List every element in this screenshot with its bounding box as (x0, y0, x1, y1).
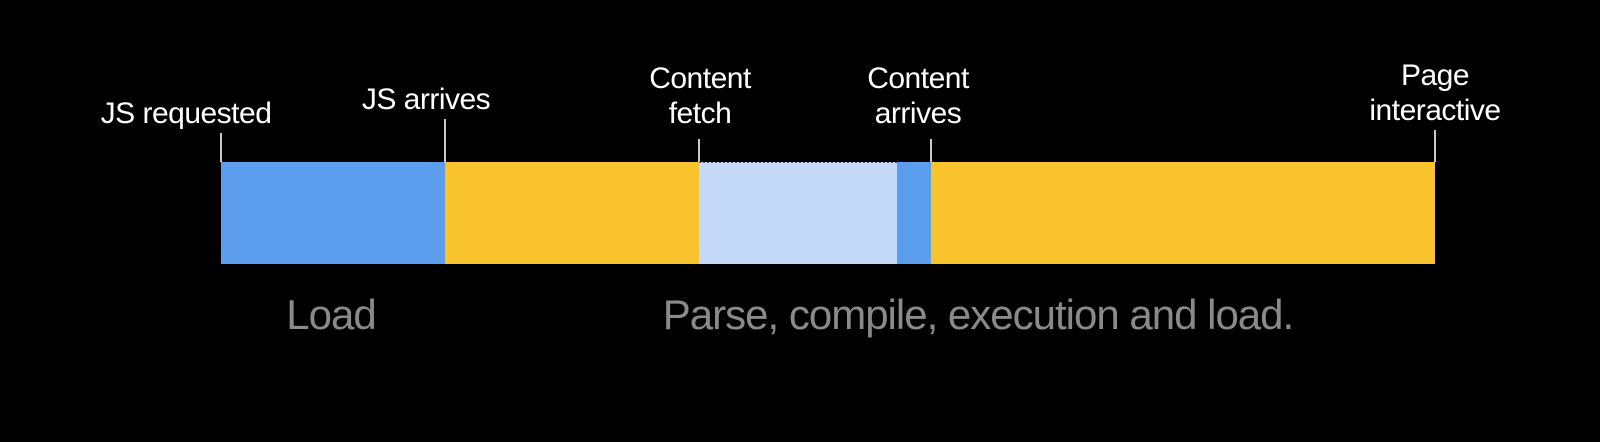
segment-parse-compile (445, 162, 699, 264)
caption-load: Load (286, 291, 376, 338)
milestone-js-requested-label: JS requested (101, 96, 272, 131)
milestone-js-requested-label-line: JS requested (100, 97, 272, 130)
milestone-content-fetch-label-line: Content (649, 62, 751, 95)
timeline-bar (221, 161, 1435, 264)
segment-content-fetch (699, 161, 897, 264)
segment-js-download (221, 162, 445, 264)
milestone-page-interactive-tick (1434, 130, 1436, 162)
segment-content-arrival (897, 162, 931, 264)
milestone-js-arrives-label: JS arrives (361, 82, 491, 117)
milestone-js-requested-tick (220, 133, 222, 162)
segment-execution (931, 162, 1435, 264)
milestone-js-arrives-tick (444, 119, 446, 162)
milestone-content-arrives-label-line: Content (867, 62, 969, 95)
milestone-page-interactive-label-line: interactive (1369, 94, 1501, 127)
milestone-content-fetch-tick (698, 139, 700, 162)
milestone-content-arrives-tick (930, 139, 932, 162)
caption-parse: Parse, compile, execution and load. (662, 291, 1294, 338)
milestone-js-arrives-label-line: JS arrives (361, 83, 491, 116)
milestone-content-fetch-label-line: fetch (668, 97, 732, 130)
milestone-content-arrives-label-line: arrives (874, 97, 962, 130)
milestone-page-interactive-label-line: Page (1400, 59, 1470, 92)
